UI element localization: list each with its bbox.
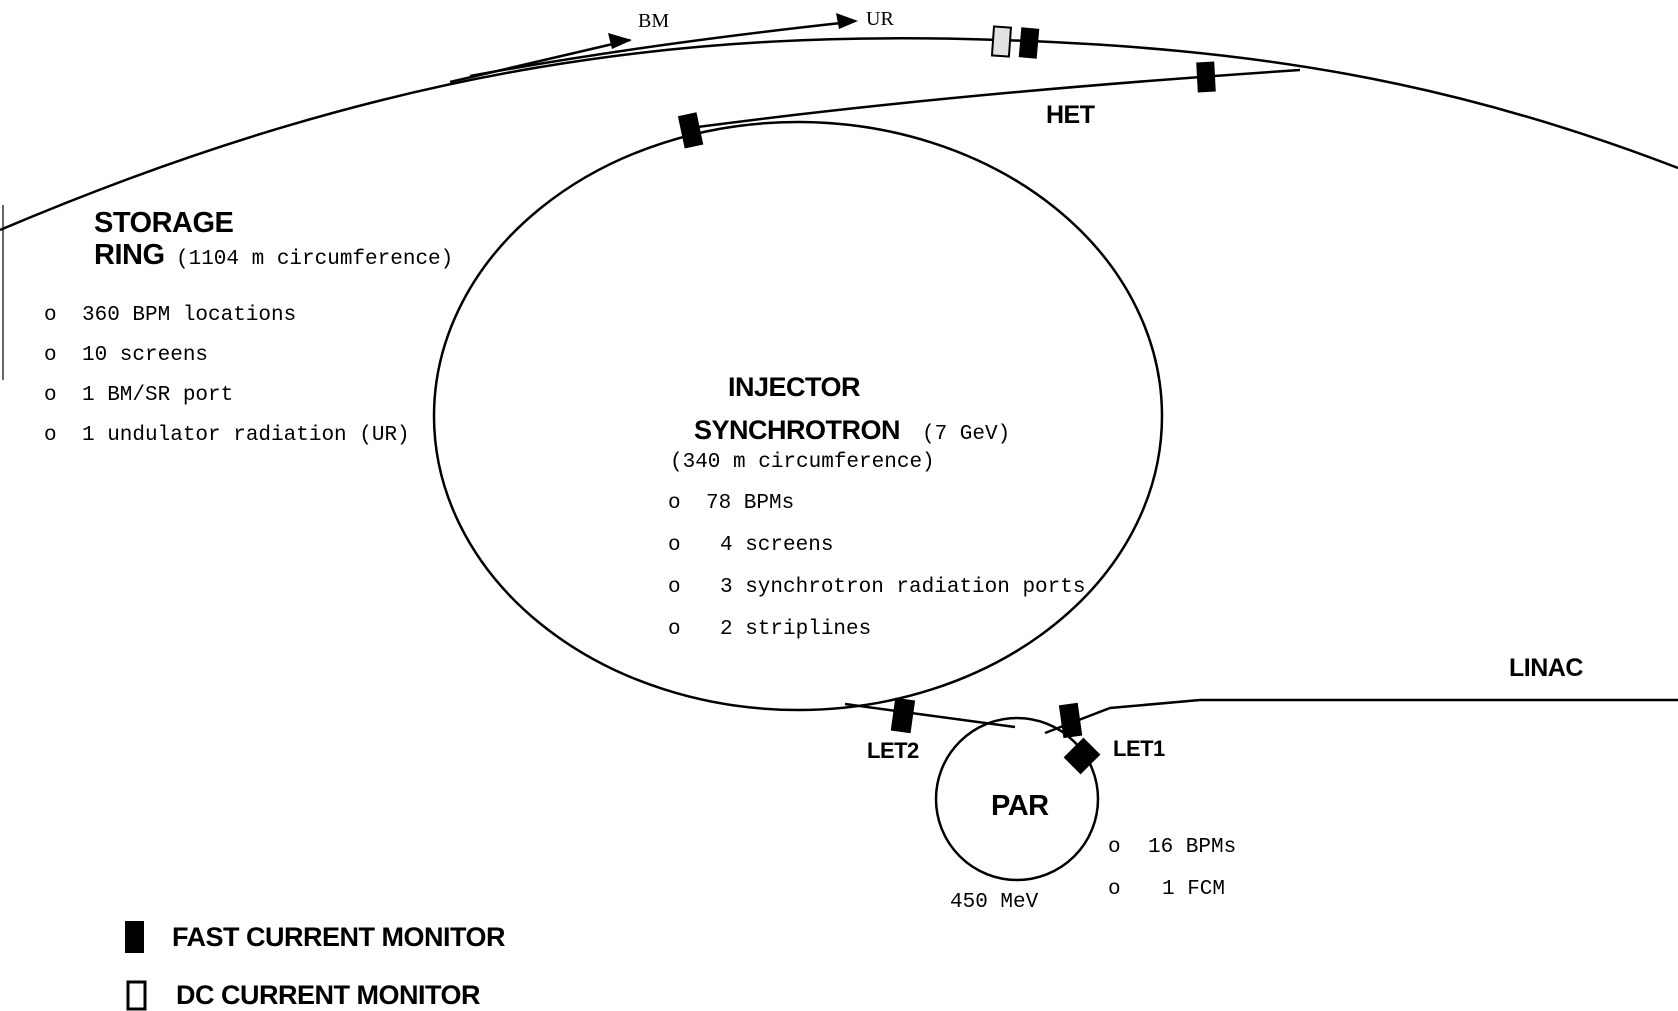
storage-ring-arc bbox=[0, 37, 1678, 232]
bullet: o bbox=[668, 576, 681, 599]
ur-label: UR bbox=[866, 8, 894, 30]
linac-label: LINAC bbox=[1509, 654, 1583, 682]
let2-transfer-line bbox=[844, 702, 1016, 729]
bullet: o bbox=[44, 384, 57, 407]
injector-title: INJECTOR bbox=[728, 372, 860, 402]
het-transfer-line bbox=[689, 68, 1301, 130]
fast-current-monitor bbox=[1058, 702, 1083, 739]
fast-current-monitor bbox=[677, 112, 704, 149]
het-label: HET bbox=[1046, 101, 1095, 129]
bullet: o bbox=[668, 618, 681, 641]
injector-feature: 4 screens bbox=[720, 534, 833, 557]
fast-current-monitor bbox=[890, 697, 916, 734]
storage-ring-circumference: (1104 m circumference) bbox=[176, 248, 453, 271]
storage-ring-feature: 1 BM/SR port bbox=[82, 384, 233, 407]
legend: FAST CURRENT MONITOR DC CURRENT MONITOR bbox=[125, 921, 506, 1011]
let2-label: LET2 bbox=[867, 738, 919, 763]
injector-feature: 78 BPMs bbox=[706, 492, 794, 515]
bullet: o bbox=[668, 534, 681, 557]
fast-current-monitor bbox=[1018, 27, 1040, 59]
ur-beamline bbox=[469, 20, 851, 78]
storage-ring-feature: 10 screens bbox=[82, 344, 208, 367]
bullet: o bbox=[44, 344, 57, 367]
injector-title: SYNCHROTRON bbox=[694, 415, 900, 445]
fast-current-monitor bbox=[1063, 737, 1101, 775]
storage-ring-title: STORAGE bbox=[94, 207, 234, 239]
injector-feature: 3 synchrotron radiation ports bbox=[720, 576, 1085, 599]
let1-transfer-line bbox=[1044, 698, 1678, 735]
storage-ring-title: RING bbox=[94, 239, 165, 271]
bullet: o bbox=[1108, 836, 1121, 859]
bm-label: BM bbox=[638, 10, 669, 32]
ur-arrowhead bbox=[836, 13, 858, 29]
legend-fast-monitor-symbol bbox=[125, 921, 144, 953]
par-ring bbox=[934, 716, 1100, 882]
par-feature: 1 FCM bbox=[1162, 878, 1225, 901]
injector-feature: 2 striplines bbox=[720, 618, 871, 641]
bm-arrowhead bbox=[608, 33, 632, 49]
legend-fast-current-monitor-label: FAST CURRENT MONITOR bbox=[172, 922, 505, 952]
legend-dc-current-monitor-label: DC CURRENT MONITOR bbox=[176, 980, 480, 1010]
dc-current-monitor bbox=[990, 25, 1013, 58]
let1-label: LET1 bbox=[1113, 736, 1165, 761]
fast-current-monitor bbox=[1196, 61, 1216, 93]
par-label: PAR bbox=[991, 790, 1049, 822]
injector-energy: (7 GeV) bbox=[922, 423, 1010, 446]
storage-ring-feature: 360 BPM locations bbox=[82, 304, 296, 327]
injector-synchrotron-ring bbox=[432, 120, 1164, 712]
legend-dc-monitor-symbol bbox=[126, 980, 147, 1011]
par-feature: 16 BPMs bbox=[1148, 836, 1236, 859]
bullet: o bbox=[44, 304, 57, 327]
bullet: o bbox=[44, 424, 57, 447]
par-energy: 450 MeV bbox=[950, 891, 1039, 914]
bullet: o bbox=[668, 492, 681, 515]
bullet: o bbox=[1108, 878, 1121, 901]
injector-circumference: (340 m circumference) bbox=[670, 451, 935, 474]
storage-ring-feature: 1 undulator radiation (UR) bbox=[82, 424, 410, 447]
